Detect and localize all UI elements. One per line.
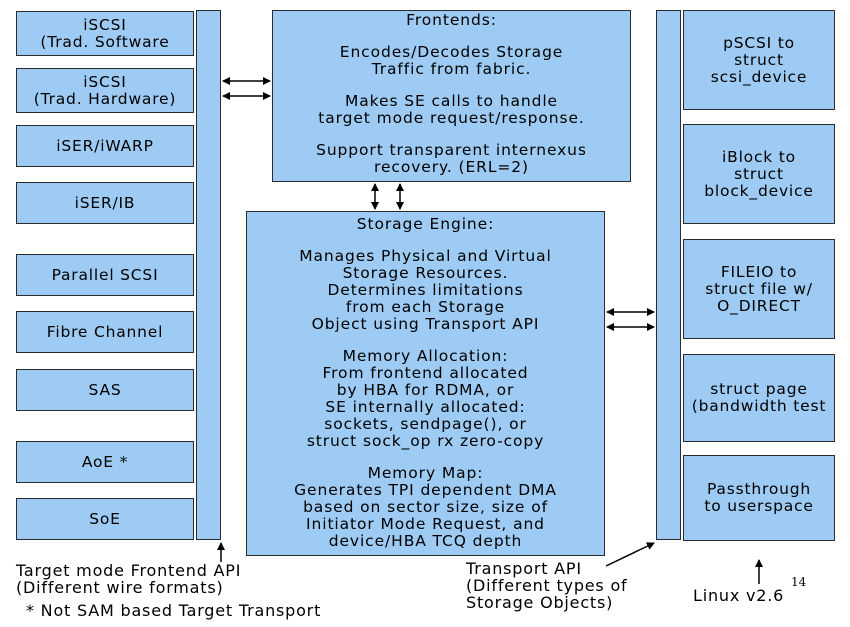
left-box-iser-ib: iSER/IB (16, 182, 194, 224)
storage-engine-line: struct sock_op rx zero-copy (306, 432, 545, 450)
label-line: Linux v2.6 (693, 586, 785, 605)
right-box-pscsi: pSCSI to struct scsi_device (683, 10, 835, 110)
storage-engine-line: by HBA for RDMA, or (336, 381, 515, 399)
box-line: AoE * (81, 452, 129, 471)
transport-api-label: Transport API (Different types of Storag… (466, 560, 627, 611)
storage-engine-line: from each Storage (345, 298, 506, 316)
right-box-passthrough: Passthrough to userspace (683, 455, 835, 541)
box-line: struct (734, 164, 784, 183)
box-line: O_DIRECT (717, 296, 801, 315)
footnote-label: * Not SAM based Target Transport (26, 602, 321, 619)
storage-engine-line: SE internally allocated: (325, 398, 526, 416)
label-line: 14 (791, 575, 807, 589)
storage-engine-line: Object using Transport API (311, 315, 540, 333)
box-line: (Trad. Hardware) (33, 89, 177, 108)
label-line: * Not SAM based Target Transport (26, 601, 322, 620)
label-line: Storage Objects) (466, 593, 614, 612)
frontends-line: Support transparent internexus (316, 141, 587, 159)
storage-engine-line: Storage Resources. (342, 264, 509, 282)
right-box-fileio: FILEIO to struct file w/ O_DIRECT (683, 239, 835, 339)
frontends-title: Frontends: (406, 11, 497, 29)
linux-version-label: Linux v2.6 (693, 587, 784, 604)
page-number: 14 (791, 574, 806, 591)
frontends-box: Frontends: Encodes/Decodes Storage Traff… (272, 10, 631, 182)
right-box-iblock: iBlock to struct block_device (683, 124, 835, 224)
box-line: (Trad. Software (40, 32, 170, 51)
frontend-api-bar (196, 10, 221, 540)
box-line: SAS (88, 380, 122, 399)
left-box-iscsi-hardware: iSCSI (Trad. Hardware) (16, 68, 194, 113)
storage-engine-line: Memory Allocation: (342, 347, 509, 365)
frontends-line: Traffic from fabric. (371, 60, 532, 78)
frontends-line: recovery. (ERL=2) (374, 158, 529, 176)
storage-engine-line: Generates TPI dependent DMA (294, 481, 557, 499)
storage-engine-box: Storage Engine: Manages Physical and Vir… (246, 211, 605, 556)
frontends-line: Encodes/Decodes Storage (339, 43, 564, 61)
storage-engine-line: Memory Map: (367, 464, 484, 482)
label-line: Target mode Frontend API (16, 561, 242, 580)
storage-engine-line: Initiator Mode Request, and (306, 515, 545, 533)
box-line: iSER/IB (74, 193, 136, 212)
box-line: FILEIO to (720, 262, 798, 281)
box-line: Passthrough (706, 480, 811, 498)
box-line: struct (734, 50, 784, 69)
label-line: Transport API (466, 559, 582, 578)
storage-engine-title: Storage Engine: (356, 215, 495, 233)
left-box-iser-iwarp: iSER/iWARP (16, 125, 194, 167)
frontends-line: target mode request/response. (318, 109, 585, 127)
left-box-sas: SAS (16, 369, 194, 411)
transport-api-bar (656, 10, 681, 540)
label-line: (Different types of (466, 576, 628, 595)
box-line: struct page (710, 380, 808, 398)
arrow-transport-api-label (605, 542, 655, 567)
storage-engine-line: Determines limitations (327, 281, 524, 299)
box-line: iSCSI (83, 72, 127, 91)
storage-engine-line: based on sector size, size of (303, 498, 548, 516)
storage-engine-line: Manages Physical and Virtual (299, 247, 552, 265)
storage-engine-line: From frontend allocated (322, 364, 529, 382)
frontend-api-label: Target mode Frontend API (Different wire… (16, 562, 241, 596)
box-line: struct file w/ (705, 279, 813, 298)
label-line: (Different wire formats) (16, 578, 224, 597)
storage-engine-line: sockets, sendpage(), or (324, 415, 527, 433)
storage-engine-line: device/HBA TCQ depth (328, 532, 523, 550)
box-line: block_device (704, 181, 814, 200)
box-line: Fibre Channel (46, 322, 164, 341)
box-line: scsi_device (710, 67, 808, 86)
box-line: Parallel SCSI (51, 265, 159, 284)
box-line: iBlock to (722, 147, 796, 166)
box-line: iSCSI (83, 15, 127, 34)
left-box-soe: SoE (16, 498, 194, 540)
left-box-iscsi-software: iSCSI (Trad. Software (16, 11, 194, 56)
left-box-fibre-channel: Fibre Channel (16, 311, 194, 353)
left-box-aoe: AoE * (16, 441, 194, 483)
frontends-line: Makes SE calls to handle (345, 92, 558, 110)
box-line: pSCSI to (723, 33, 795, 52)
right-box-struct-page: struct page (bandwidth test (683, 354, 835, 442)
left-box-parallel-scsi: Parallel SCSI (16, 254, 194, 296)
box-line: to userspace (704, 497, 814, 515)
box-line: (bandwidth test (691, 397, 827, 415)
box-line: iSER/iWARP (56, 136, 154, 155)
box-line: SoE (89, 509, 121, 528)
